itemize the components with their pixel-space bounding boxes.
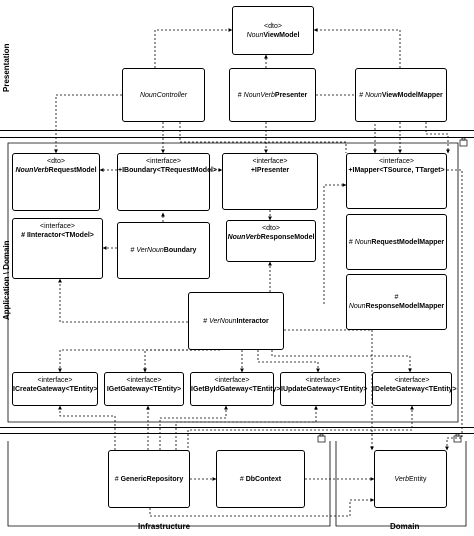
generic-repository-box[interactable]: # GenericRepository xyxy=(108,450,190,508)
db-context-box[interactable]: # DbContext xyxy=(216,450,305,508)
class-prefix: # xyxy=(359,91,366,99)
class-prefix: # xyxy=(348,238,355,246)
ipresenter-interface-box[interactable]: <interface> +IPresenter xyxy=(222,153,318,210)
class-name-italic: Noun xyxy=(348,303,366,310)
class-name: NounViewModel xyxy=(247,31,300,40)
interface-name: # IInteractor<TModel> xyxy=(21,232,94,239)
stereotype-label: <dto> xyxy=(262,225,280,232)
interface-name: IUpdateGateway<TEntity> xyxy=(281,386,368,393)
icreate-gateway-box[interactable]: <interface> ICreateGateway<TEntity> xyxy=(12,372,98,406)
interface-name: ICreateGateway<TEntity> xyxy=(13,386,98,393)
imapper-interface-box[interactable]: <interface> +IMapper<TSource, TTarget> xyxy=(346,153,447,209)
class-name-italic: Noun xyxy=(365,91,382,99)
class-name: # VerNounBoundary xyxy=(131,246,197,255)
class-name: # DbContext xyxy=(240,475,281,484)
request-model-box[interactable]: <dto> NounVerbRequestModel xyxy=(12,153,100,211)
domain-layer-label: Domain xyxy=(390,522,420,531)
application-bottom-rule xyxy=(0,427,474,428)
class-name: # NounRequestModelMapper xyxy=(349,238,444,247)
stereotype-label: <dto> xyxy=(264,22,282,30)
class-prefix: # xyxy=(394,294,399,301)
class-prefix: # xyxy=(203,317,210,325)
iinteractor-interface-box[interactable]: <interface> # IInteractor<TModel> xyxy=(12,218,103,279)
interactor-box[interactable]: # VerNounInteractor xyxy=(188,292,284,350)
iget-gateway-box[interactable]: <interface> IGetGateway<TEntity> xyxy=(104,372,184,406)
infrastructure-layer-label: Infrastructure xyxy=(138,522,191,531)
class-name-italic: Noun xyxy=(246,31,264,39)
class-name-bold: RequestModelMapper xyxy=(371,238,445,246)
class-name-bold: ResponseModel xyxy=(260,234,315,241)
class-prefix: # xyxy=(130,247,137,254)
class-name: # NounVerbPresenter xyxy=(238,91,307,100)
infrastructure-top-rule xyxy=(0,433,474,434)
iupdate-gateway-box[interactable]: <interface> IUpdateGateway<TEntity> xyxy=(280,372,368,406)
class-name-bold: GenericRepository xyxy=(120,475,184,483)
class-name: # NounResponseModelMapper xyxy=(347,293,446,311)
class-name: NounVerbResponseModel xyxy=(227,233,315,242)
class-name-bold: RequestModel xyxy=(48,167,97,174)
noun-view-model-box[interactable]: <dto> NounViewModel xyxy=(232,6,314,55)
class-name-bold: ViewModel xyxy=(263,31,300,39)
request-model-mapper-box[interactable]: # NounRequestModelMapper xyxy=(346,214,447,270)
verb-entity-box[interactable]: VerbEntity xyxy=(374,450,447,508)
class-name-bold: Presenter xyxy=(274,91,308,99)
stereotype-label: <dto> xyxy=(47,158,65,165)
class-name: # VerNounInteractor xyxy=(203,317,269,326)
class-prefix: # xyxy=(114,475,121,483)
presenter-box[interactable]: # NounVerbPresenter xyxy=(229,68,316,122)
class-name-bold: ViewModelMapper xyxy=(381,91,443,99)
class-name-bold: Boundary xyxy=(163,247,197,254)
interface-name: IGetByIdGateway<TEntity> xyxy=(191,386,281,393)
stereotype-label: <interface> xyxy=(214,377,250,384)
class-name-italic: Noun xyxy=(354,238,372,246)
class-name: # GenericRepository xyxy=(115,475,183,484)
stereotype-label: <interface> xyxy=(37,377,73,384)
stereotype-label: <interface> xyxy=(378,158,415,165)
stereotype-label: <interface> xyxy=(394,377,430,384)
interface-name: IGetGateway<TEntity> xyxy=(106,386,182,393)
view-model-mapper-box[interactable]: # NounViewModelMapper xyxy=(355,68,447,122)
boundary-box[interactable]: # VerNounBoundary xyxy=(117,222,210,279)
stereotype-label: <interface> xyxy=(305,377,341,384)
stereotype-label: <interface> xyxy=(39,223,76,230)
class-name: NounVerbRequestModel xyxy=(13,166,99,175)
class-name-italic: NounVerb xyxy=(15,167,49,174)
class-name-bold: DbContext xyxy=(245,475,282,483)
class-name: VerbEntity xyxy=(394,475,426,484)
interface-name: +IBoundary<TRequestModel> xyxy=(118,167,217,174)
class-name-italic: VerNoun xyxy=(136,247,164,254)
interface-name: IDeleteGateway<TEntity> xyxy=(373,386,457,393)
class-name-italic: NounVerb xyxy=(243,91,275,99)
class-name-italic: Verb xyxy=(394,475,409,483)
interface-name: +IPresenter xyxy=(250,167,290,174)
class-name-italic: NounController xyxy=(139,91,188,99)
iboundary-interface-box[interactable]: <interface> +IBoundary<TRequestModel> xyxy=(117,153,217,211)
presentation-bottom-rule xyxy=(0,137,474,138)
interface-name: +IMapper<TSource, TTarget> xyxy=(348,167,445,174)
igetbyid-gateway-box[interactable]: <interface> IGetByIdGateway<TEntity> xyxy=(190,372,281,406)
class-name-bold: ResponseModelMapper xyxy=(365,303,445,310)
stereotype-label: <interface> xyxy=(252,158,288,165)
response-model-mapper-box[interactable]: # NounResponseModelMapper xyxy=(346,274,447,330)
class-name-bold: Interactor xyxy=(236,317,269,325)
class-name-italic: NounVerb xyxy=(227,234,261,241)
idelete-gateway-box[interactable]: <interface> IDeleteGateway<TEntity> xyxy=(372,372,457,406)
response-model-box[interactable]: <dto> NounVerbResponseModel xyxy=(226,220,316,262)
stereotype-label: <interface> xyxy=(145,158,182,165)
class-prefix: # xyxy=(239,475,246,483)
class-name-bold: Entity xyxy=(409,475,427,483)
presentation-top-rule xyxy=(0,130,474,131)
class-name: NounController xyxy=(140,91,187,100)
noun-controller-box[interactable]: NounController xyxy=(122,68,205,122)
stereotype-label: <interface> xyxy=(126,377,162,384)
class-name: # NounViewModelMapper xyxy=(359,91,443,100)
class-prefix: # xyxy=(237,91,244,99)
class-name-italic: VerNoun xyxy=(209,317,237,325)
